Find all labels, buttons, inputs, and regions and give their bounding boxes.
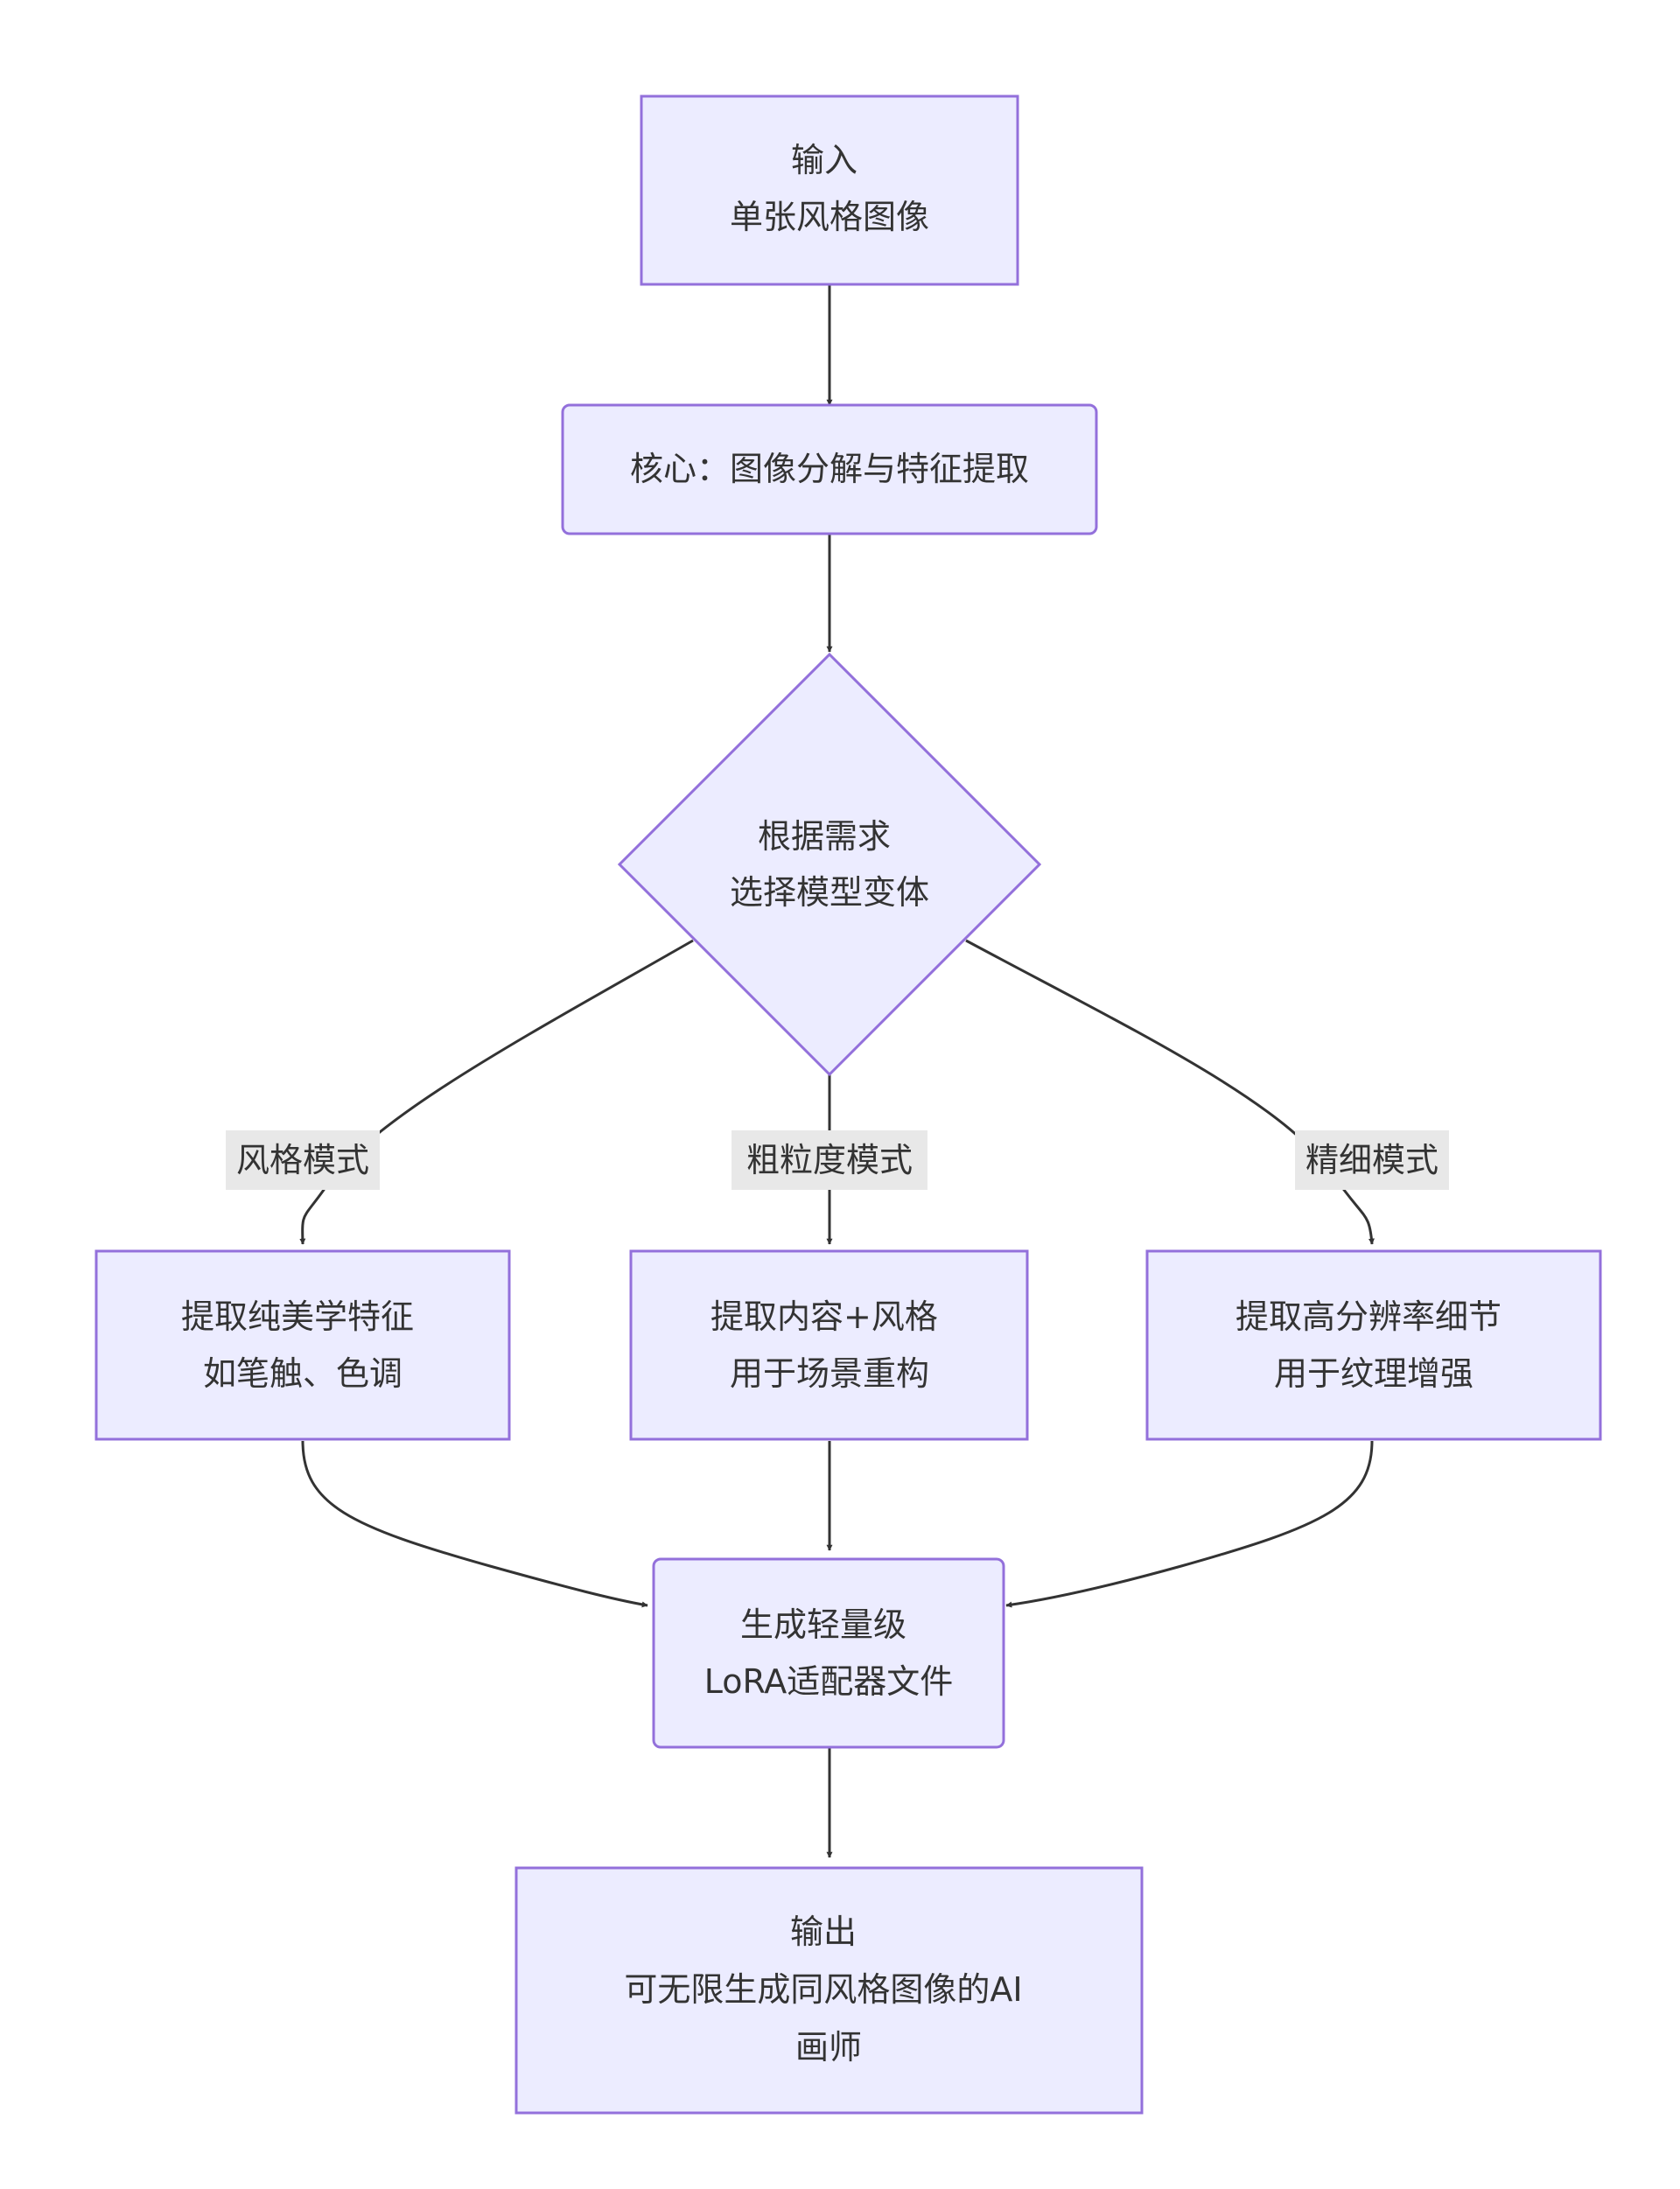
node-style-mode-line-1: 提取纯美学特征 [181,1297,414,1336]
edge-label-fine: 精细模式 [1295,1130,1449,1190]
edge-decision-to-fine [965,939,1375,1245]
node-lora-line-2: LoRA适配器文件 [704,1662,954,1701]
node-style-mode-line-2: 如笔触、色调 [203,1354,402,1393]
node-core: 核心：图像分解与特征提取 [561,403,1098,535]
node-decision-text: 根据需求 选择模型变体 [730,817,929,912]
edge-label-coarse: 粗粒度模式 [732,1130,928,1190]
node-input-text: 输入 单张风格图像 [730,141,929,236]
edge-decision-to-style [299,939,694,1245]
edge-label-fine-text: 精细模式 [1306,1141,1438,1179]
node-lora-line-1: 生成轻量级 [740,1605,906,1644]
edge-label-style-text: 风格模式 [236,1141,369,1179]
edge-fine-to-lora [1005,1440,1374,1608]
node-output-line-2: 可无限生成同风格图像的AI [624,1970,1022,2009]
node-lora: 生成轻量级 LoRA适配器文件 [652,1557,1005,1749]
node-decision-line-2: 选择模型变体 [730,873,929,912]
node-lora-text: 生成轻量级 LoRA适配器文件 [704,1605,954,1701]
node-decision: 根据需求 选择模型变体 [617,652,1042,1077]
node-core-text: 核心：图像分解与特征提取 [630,450,1029,488]
node-output-line-3: 画师 [795,2028,862,2067]
node-style-mode: 提取纯美学特征 如笔触、色调 [94,1249,511,1441]
node-fine-mode-line-2: 用于纹理增强 [1274,1354,1474,1393]
node-fine-mode-line-1: 提取高分辨率细节 [1236,1297,1502,1336]
node-output-line-1: 输出 [790,1913,857,1951]
edge-label-style: 风格模式 [226,1130,380,1190]
node-fine-mode-text: 提取高分辨率细节 用于纹理增强 [1236,1297,1512,1393]
node-output-text: 输出 可无限生成同风格图像的AI 画师 [624,1913,1032,2067]
edge-labels: 风格模式 粗粒度模式 精细模式 [226,1130,1449,1190]
node-input-line-2: 单张风格图像 [730,198,929,236]
node-coarse-mode-text: 提取内容+风格 用于场景重构 [710,1297,948,1393]
node-coarse-mode-line-1: 提取内容+风格 [710,1297,938,1336]
node-coarse-mode-line-2: 用于场景重构 [730,1354,929,1393]
node-fine-mode: 提取高分辨率细节 用于纹理增强 [1145,1249,1602,1441]
edge-style-to-lora [301,1440,648,1608]
edge-label-coarse-text: 粗粒度模式 [746,1141,913,1179]
node-input-line-1: 输入 [791,141,858,179]
node-decision-line-1: 根据需求 [758,817,891,856]
node-style-mode-text: 提取纯美学特征 如笔触、色调 [181,1297,424,1393]
node-coarse-mode: 提取内容+风格 用于场景重构 [629,1249,1029,1441]
node-input: 输入 单张风格图像 [640,94,1019,286]
node-output: 输出 可无限生成同风格图像的AI 画师 [514,1866,1144,2115]
